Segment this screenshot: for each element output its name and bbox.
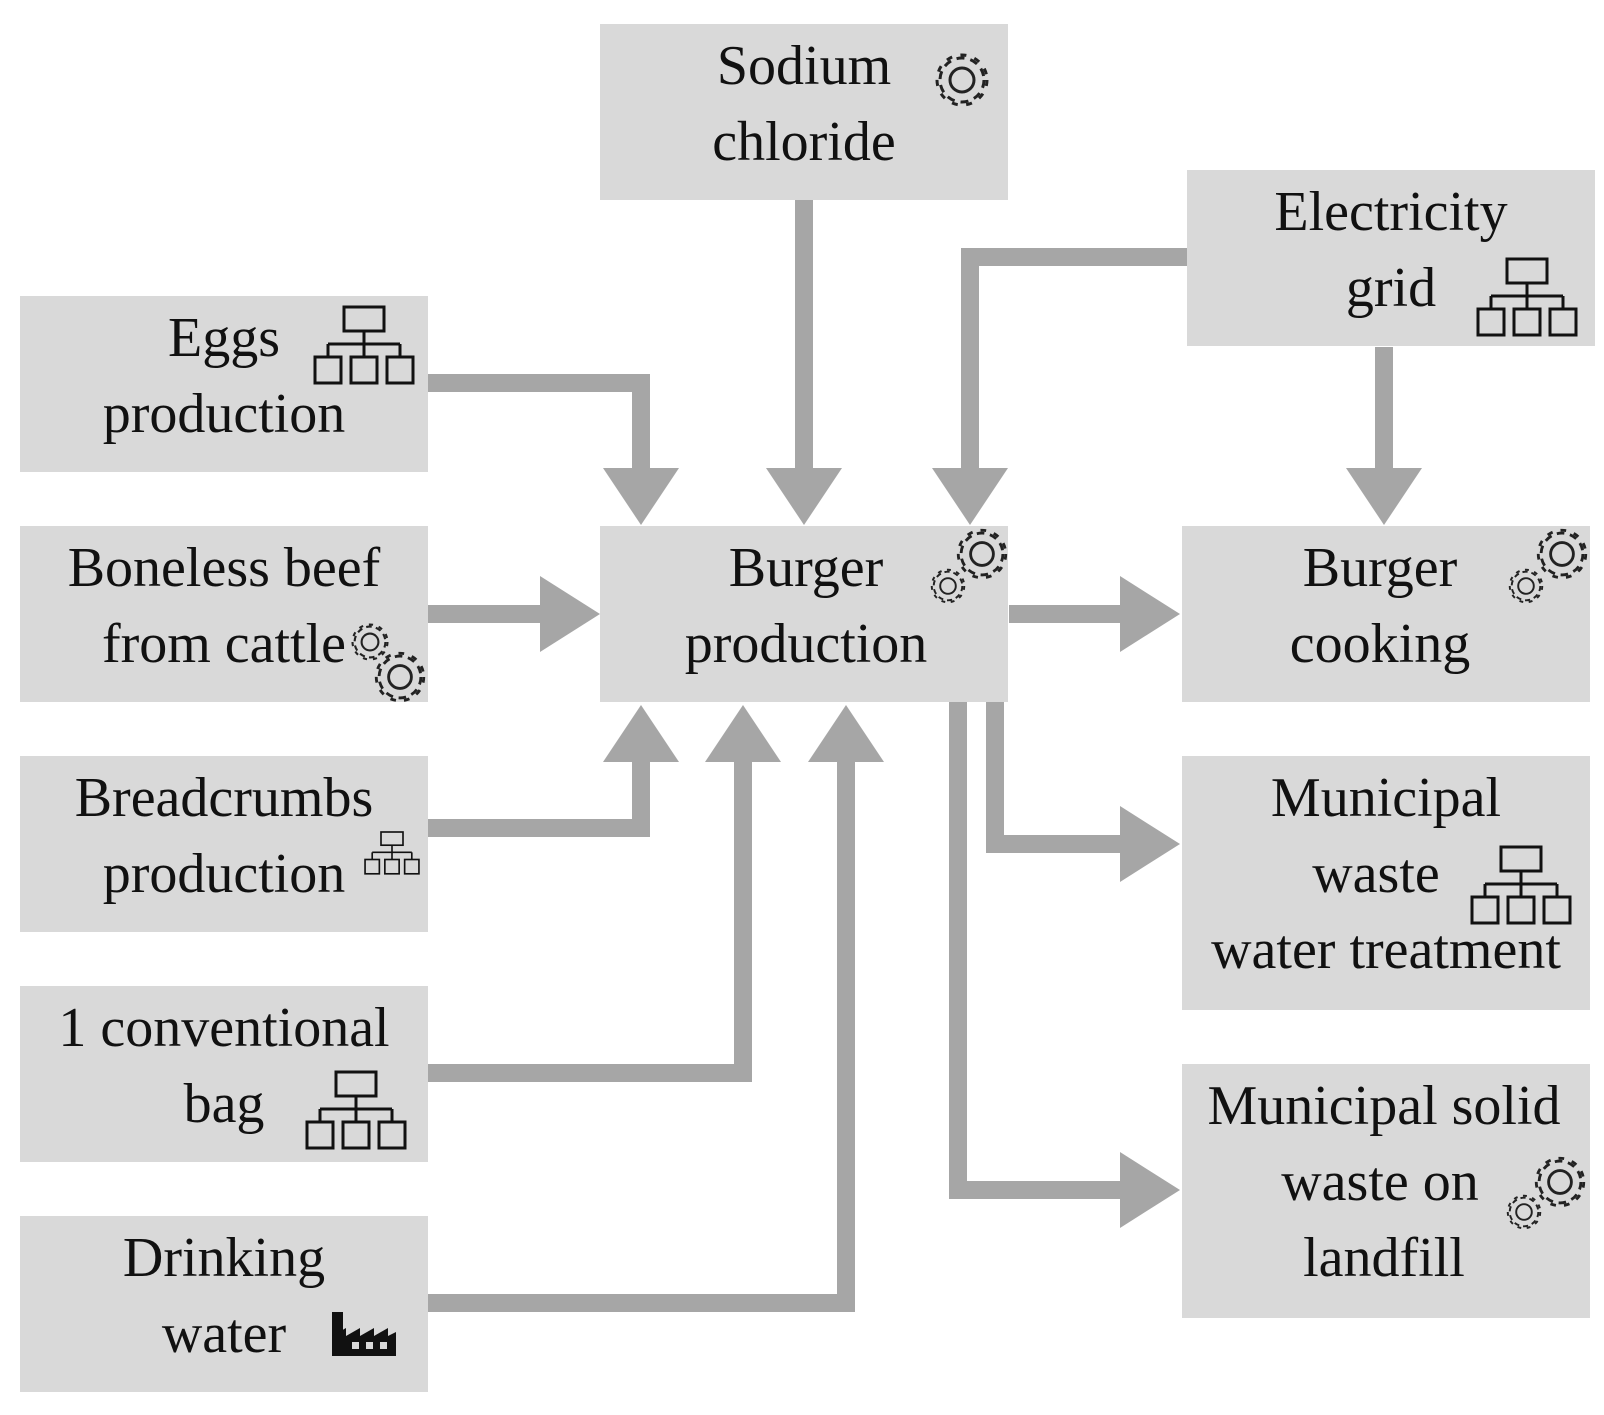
arrow-electricity-to-burger-production: [932, 248, 1187, 525]
node-label-line: chloride: [712, 111, 895, 173]
node-label-line: Electricity: [1274, 181, 1507, 243]
node-label-line: Sodium: [717, 35, 891, 97]
node-electricity-grid: Electricity grid: [1187, 170, 1595, 346]
node-label-line: from cattle: [102, 613, 346, 675]
arrow-bag-to-burger-production: [428, 705, 781, 1082]
arrows-layer: [414, 200, 1422, 1312]
node-label-line: waste: [1312, 843, 1440, 905]
node-label-line: landfill: [1303, 1227, 1465, 1289]
node-municipal-landfill: Municipal solid waste on landfill: [1182, 1064, 1590, 1318]
node-label-line: water treatment: [1211, 919, 1561, 981]
node-label-line: Municipal solid: [1207, 1075, 1560, 1137]
arrow-sodium-to-burger-production: [766, 200, 842, 525]
node-burger-production: Burger production: [600, 526, 1008, 702]
arrow-electricity-to-cooking: [1346, 347, 1422, 525]
node-eggs-production: Eggs production: [20, 296, 428, 472]
node-label-line: production: [685, 613, 928, 675]
node-label-line: water: [162, 1303, 287, 1365]
arrow-burger-production-to-wastewater: [986, 702, 1180, 882]
arrow-breadcrumbs-to-burger-production: [428, 705, 679, 837]
node-label-line: Municipal: [1271, 767, 1501, 829]
node-label-line: production: [103, 383, 346, 445]
node-label-line: grid: [1346, 257, 1436, 319]
arrow-eggs-to-burger-production: [428, 374, 679, 525]
node-label-line: Eggs: [168, 307, 280, 369]
node-drinking-water: Drinking water: [20, 1216, 428, 1392]
node-label-line: production: [103, 843, 346, 905]
node-label-line: Drinking: [123, 1227, 325, 1289]
node-label-line: cooking: [1290, 613, 1470, 675]
node-municipal-wastewater: Municipal waste water treatment: [1182, 756, 1590, 1010]
node-label-line: Burger: [1303, 537, 1458, 599]
node-conventional-bag: 1 conventional bag: [20, 986, 428, 1162]
node-breadcrumbs-production: Breadcrumbs production: [20, 756, 428, 932]
arrow-burger-production-to-cooking: [1009, 576, 1180, 652]
node-label-line: Burger: [729, 537, 884, 599]
node-label-line: Breadcrumbs: [75, 767, 374, 829]
arrow-burger-production-to-landfill: [949, 702, 1180, 1228]
arrow-water-to-burger-production: [414, 705, 884, 1312]
node-sodium-chloride: Sodium chloride: [600, 24, 1008, 200]
node-boneless-beef: Boneless beef from cattle: [20, 526, 428, 703]
node-label-line: bag: [184, 1073, 265, 1135]
node-label-line: waste on: [1281, 1151, 1479, 1213]
node-label-line: Boneless beef: [68, 537, 381, 599]
node-label-line: 1 conventional: [58, 997, 389, 1059]
node-burger-cooking: Burger cooking: [1182, 526, 1590, 702]
arrow-beef-to-burger-production: [428, 576, 600, 652]
